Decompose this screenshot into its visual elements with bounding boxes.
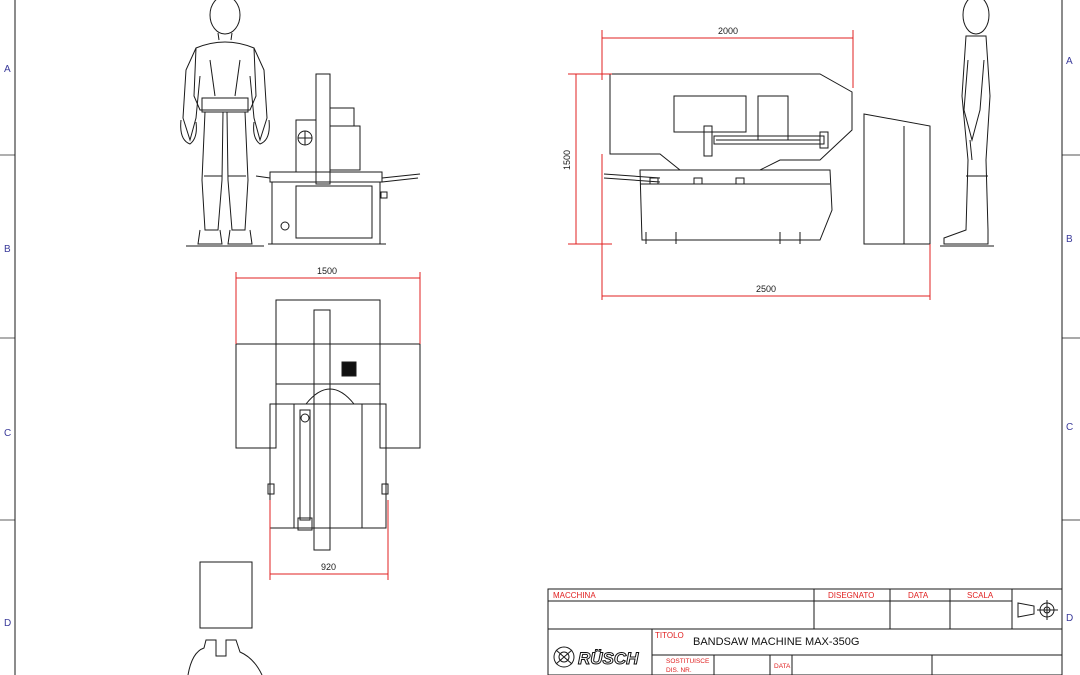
dimension-side-height: 1500 xyxy=(562,150,572,170)
dimension-lines xyxy=(235,30,931,580)
label-titolo: TITOLO xyxy=(655,631,684,640)
zone-letter-left-c: C xyxy=(4,428,11,439)
zone-letter-left-d: D xyxy=(4,618,11,629)
dimension-total-length: 2500 xyxy=(756,284,776,294)
zone-letter-left-a: A xyxy=(4,64,11,75)
zone-letter-right-d: D xyxy=(1066,613,1073,624)
projection-symbol-icon xyxy=(1017,600,1058,620)
drawing-title: BANDSAW MACHINE MAX-350G xyxy=(693,636,859,648)
machine-front-view xyxy=(255,73,421,245)
zone-letter-left-b: B xyxy=(4,244,11,255)
label-macchina: MACCHINA xyxy=(553,591,596,600)
dimension-plan-width: 1500 xyxy=(317,266,337,276)
machine-side-view xyxy=(603,73,853,244)
label-dis-nr: DIS. NR. xyxy=(666,667,692,674)
label-data: DATA xyxy=(908,591,929,600)
dimension-top-width: 2000 xyxy=(718,26,738,36)
company-logo: RÜSCH xyxy=(553,646,640,669)
human-figure-front xyxy=(180,0,270,247)
title-block xyxy=(547,588,1063,675)
roller-table-unit xyxy=(863,113,931,245)
label-sostituisce: SOSTITUISCE xyxy=(666,658,710,665)
dimension-plan-depth: 920 xyxy=(321,562,336,572)
machine-plan-view xyxy=(235,299,421,551)
zone-letter-right-c: C xyxy=(1066,422,1073,433)
label-scala: SCALA xyxy=(967,591,994,600)
label-disegnato: DISEGNATO xyxy=(828,591,874,600)
label-data-2: DATA xyxy=(774,663,791,670)
zone-letter-right-a: A xyxy=(1066,56,1073,67)
human-figure-side xyxy=(940,0,994,247)
zone-letter-right-b: B xyxy=(1066,234,1073,245)
logo-wordmark: RÜSCH xyxy=(578,649,639,668)
machine-stand-partial xyxy=(187,561,263,675)
